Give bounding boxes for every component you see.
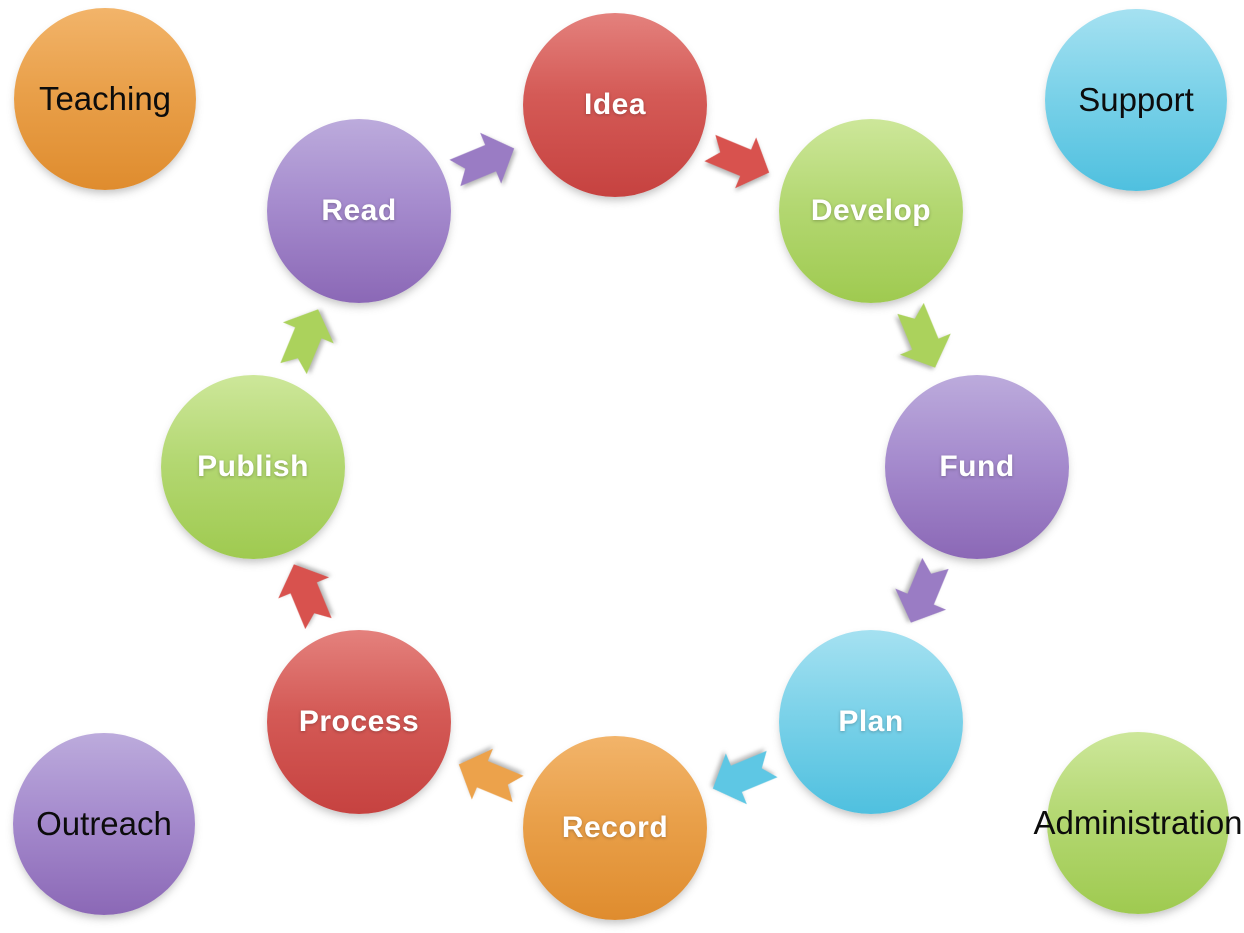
corner-node-label: Outreach	[36, 805, 172, 842]
cycle-node-label: Process	[298, 705, 420, 738]
corner-node-administration: Administration	[1033, 732, 1243, 914]
cycle-node-fund: Fund	[885, 375, 1069, 559]
cycle-node-record: Record	[523, 736, 707, 920]
cycle-node-process: Process	[267, 630, 451, 814]
arrow-read-to-idea-icon	[449, 132, 515, 187]
corner-node-label: Administration	[1033, 804, 1243, 841]
corner-node-teaching: Teaching	[14, 8, 196, 190]
corner-node-label: Support	[1078, 81, 1194, 118]
cycle-node-develop: Develop	[779, 119, 963, 303]
cycle-node-plan: Plan	[779, 630, 963, 814]
arrow-fund-to-plan-icon	[895, 557, 949, 623]
cycle-node-label: Fund	[939, 450, 1015, 483]
arrow-idea-to-develop-icon	[704, 134, 770, 189]
cycle-node-read: Read	[267, 119, 451, 303]
cycle-node-label: Develop	[810, 194, 932, 227]
arrow-plan-to-record-icon	[712, 750, 778, 805]
arrow-develop-to-fund-icon	[897, 302, 951, 368]
arrow-record-to-process-icon	[458, 748, 524, 803]
cycle-node-idea: Idea	[523, 13, 707, 197]
cycle-node-label: Publish	[197, 450, 309, 483]
cycle-node-publish: Publish	[161, 375, 345, 559]
cycle-node-label: Plan	[838, 705, 904, 738]
cycle-node-label: Idea	[583, 88, 647, 121]
cycle-node-label: Record	[561, 811, 669, 844]
corner-node-support: Support	[1045, 9, 1227, 191]
corner-node-label: Teaching	[38, 80, 172, 117]
cycle-node-label: Read	[321, 194, 397, 227]
corner-node-outreach: Outreach	[13, 733, 195, 915]
arrow-process-to-publish-icon	[278, 564, 332, 630]
arrow-publish-to-read-icon	[280, 309, 334, 375]
